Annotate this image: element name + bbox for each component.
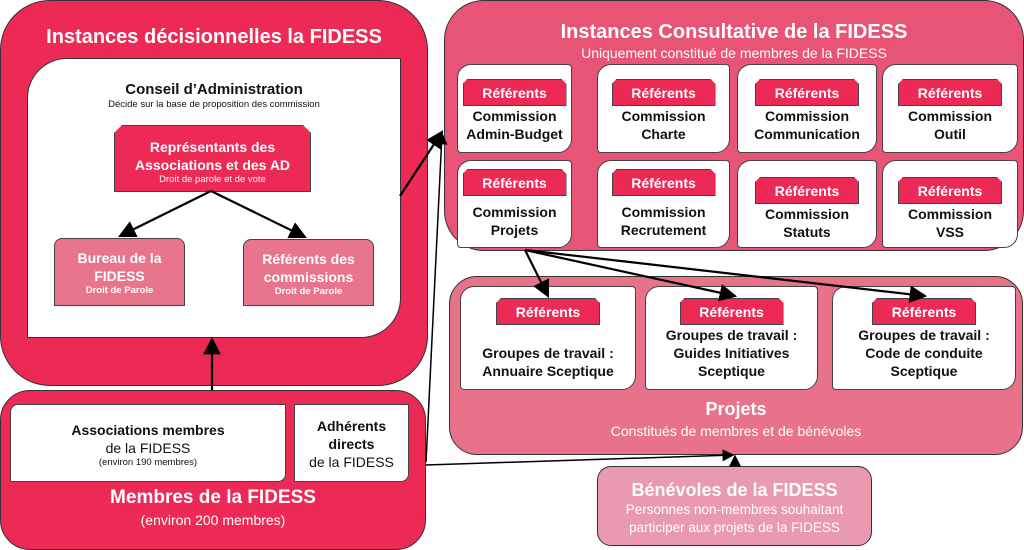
benevoles-title: Bénévoles de la FIDESS — [631, 480, 838, 500]
groupe-travail-card: Référents Groupes de travail :Annuaire S… — [460, 286, 636, 390]
assoc-l1: Associations membres — [71, 422, 225, 438]
referents-tag: Référents — [755, 177, 859, 204]
membres-subtitle: (environ 200 membres) — [140, 512, 286, 528]
consultative-subtitle: Uniquement constitué de membres de la FI… — [581, 45, 887, 61]
reps-sub: Droit de parole et de vote — [159, 174, 266, 185]
assoc-l2: de la FIDESS — [105, 440, 191, 456]
referents-commissions-box: Référents des commissions Droit de Parol… — [243, 239, 374, 306]
decisional-panel: Instances décisionnelles la FIDESS Conse… — [0, 0, 428, 386]
decisional-title: Instances décisionnelles la FIDESS — [46, 26, 382, 48]
adherents-box: Adhérents directs de la FIDESS — [294, 404, 409, 482]
benevoles-box: Bénévoles de la FIDESS Personnes non-mem… — [597, 466, 872, 546]
arrow-projets-to-guides — [524, 248, 738, 302]
ca-title: Conseil d’Administration — [125, 81, 303, 98]
referents-tag: Référents — [496, 298, 600, 325]
referents-tag: Référents — [463, 169, 567, 196]
associations-box: Associations membres de la FIDESS (envir… — [10, 404, 286, 482]
arrow-reps-to-bureau — [118, 190, 212, 238]
adh-l1: Adhérents — [316, 418, 387, 434]
referents-tag: Référents — [755, 79, 859, 106]
arrow-membres-to-projets — [425, 449, 735, 466]
groupe-label: Groupes de travail :Annuaire Sceptique — [482, 345, 614, 379]
referents-tag: Référents — [898, 177, 1002, 204]
adh-l3: de la FIDESS — [309, 454, 394, 470]
arrow-projets-to-code — [524, 248, 928, 303]
bureau-box: Bureau de la FIDESS Droit de Parole — [54, 238, 185, 306]
representants-box: Représentants des Associations et des AD… — [114, 125, 311, 192]
benevoles-line2: participer aux projets de la FIDESS — [629, 520, 840, 535]
adh-l2: directs — [328, 436, 375, 452]
referents-tag: Référents — [612, 169, 716, 196]
bureau-line1: Bureau de la — [77, 250, 162, 266]
ca-subtitle: Décide sur la base de proposition des co… — [108, 99, 320, 110]
referents-tag: Référents — [898, 79, 1002, 106]
projets-title: Projets — [705, 399, 767, 419]
arrow-projets-to-annuaire — [524, 249, 549, 298]
assoc-l3: (environ 190 membres) — [98, 457, 198, 468]
reps-line2: Associations et des AD — [134, 157, 291, 173]
reps-line1: Représentants des — [149, 139, 276, 155]
arrow-membres-to-consultative — [425, 132, 448, 463]
arrow-decisional-to-consultative — [399, 130, 444, 197]
benevoles-line1: Personnes non-membres souhaitant — [625, 502, 844, 517]
referents-tag: Référents — [612, 79, 716, 106]
membres-title: Membres de la FIDESS — [110, 487, 316, 508]
referents-line2: commissions — [263, 269, 354, 285]
referents-line1: Référents des — [262, 251, 355, 267]
referents-tag: Référents — [463, 79, 567, 106]
referents-sub: Droit de Parole — [274, 286, 343, 297]
arrow-reps-to-referents — [210, 190, 307, 239]
bureau-sub: Droit de Parole — [85, 285, 154, 296]
bureau-line2: FIDESS — [94, 268, 145, 284]
consultative-title: Instances Consultative de la FIDESS — [560, 21, 908, 43]
projets-subtitle: Constitués de membres et de bénévoles — [610, 423, 862, 439]
